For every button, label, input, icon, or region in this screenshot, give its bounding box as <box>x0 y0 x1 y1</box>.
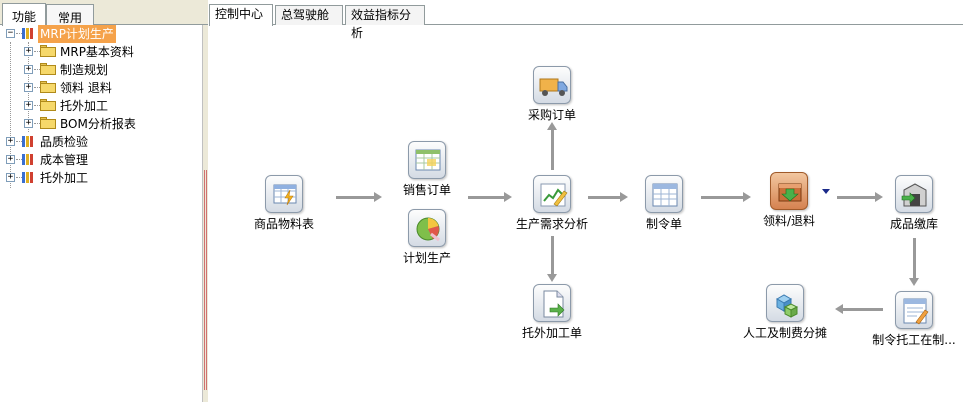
tab-control-center[interactable]: 控制中心 <box>209 4 273 26</box>
flow-node-outsourcing-order[interactable]: 托外加工单 <box>507 284 597 340</box>
expand-icon[interactable]: + <box>6 136 15 146</box>
tab-cockpit[interactable]: 总驾驶舱 <box>275 5 343 25</box>
left-tab-bar: 功能 常用 <box>0 0 208 26</box>
tree-node-mrp[interactable]: − MRP计划生产 <box>0 25 200 43</box>
tree-node-manufacturing-plan[interactable]: + 制造规划 <box>0 61 200 79</box>
flow-node-label: 制令托工在制... <box>872 333 956 347</box>
left-panel: 功能 常用 − MRP计划生产 + MRP基本资料 + 制造规划 <box>0 0 208 402</box>
flow-node-label: 领料/退料 <box>762 214 816 228</box>
flow-node-label: 生产需求分析 <box>515 217 588 231</box>
flow-node-finished-goods[interactable]: 成品缴库 <box>869 175 959 231</box>
flow-arrow <box>336 192 382 202</box>
folder-icon <box>40 45 56 57</box>
expand-icon[interactable]: + <box>24 46 33 56</box>
flow-arrow <box>701 192 751 202</box>
folder-icon <box>40 81 56 93</box>
document-arrow-icon <box>533 284 571 322</box>
flow-arrow <box>468 192 512 202</box>
flow-node-label: 成品缴库 <box>889 217 938 231</box>
tree-node-label: 成本管理 <box>40 153 89 167</box>
expand-icon[interactable]: + <box>6 154 15 164</box>
folder-icon <box>40 117 56 129</box>
flow-node-order-outsource-process[interactable]: 制令托工在制... <box>869 291 959 347</box>
flow-arrow <box>837 192 883 202</box>
tree-node-mrp-basic[interactable]: + MRP基本资料 <box>0 43 200 61</box>
warehouse-icon <box>895 175 933 213</box>
flow-node-plan-production[interactable]: 计划生产 <box>382 209 472 265</box>
chart-pencil-icon <box>533 175 571 213</box>
pie-chart-icon <box>408 209 446 247</box>
tree-node-bom-report[interactable]: + BOM分析报表 <box>0 115 200 133</box>
tree-node-label: 托外加工 <box>40 171 89 185</box>
flow-arrow <box>547 122 557 170</box>
flow-arrow <box>547 236 557 282</box>
collapse-icon[interactable]: − <box>6 28 15 38</box>
flow-node-work-order[interactable]: 制令单 <box>619 175 709 231</box>
main-tab-bar: 控制中心 总驾驶舱 效益指标分析 <box>209 4 963 40</box>
expand-icon[interactable]: + <box>24 82 33 92</box>
flow-node-label: 采购订单 <box>527 108 576 122</box>
tree-node-label: MRP计划生产 <box>38 25 116 43</box>
tree-guide-line <box>10 42 11 188</box>
chevron-down-icon[interactable] <box>822 189 830 194</box>
box-down-icon <box>770 172 808 210</box>
doc-pencil-icon <box>895 291 933 329</box>
book-icon <box>22 26 36 40</box>
flow-node-demand-analysis[interactable]: 生产需求分析 <box>507 175 597 231</box>
table-icon <box>645 175 683 213</box>
flow-canvas: 商品物料表 销售订单 计划生产 <box>209 26 963 402</box>
tree-node-material-issue[interactable]: + 领料 退料 <box>0 79 200 97</box>
cubes-icon <box>766 284 804 322</box>
book-icon <box>22 170 36 184</box>
function-tree: − MRP计划生产 + MRP基本资料 + 制造规划 + 领料 退料 <box>0 25 202 402</box>
flow-arrow <box>588 192 628 202</box>
tree-node-outsourcing[interactable]: + 托外加工 <box>0 97 200 115</box>
tree-node-label: MRP基本资料 <box>60 45 134 59</box>
tree-node-label: 品质检验 <box>40 135 89 149</box>
grid-edit-icon <box>408 141 446 179</box>
splitter-grip[interactable] <box>204 170 207 390</box>
flow-node-label: 商品物料表 <box>253 217 314 231</box>
folder-icon <box>40 99 56 111</box>
flow-node-label: 托外加工单 <box>521 326 582 340</box>
tree-node-cost[interactable]: + 成本管理 <box>0 151 200 169</box>
tree-node-label: BOM分析报表 <box>60 117 136 131</box>
tab-benefit-analysis[interactable]: 效益指标分析 <box>345 5 425 40</box>
flow-node-label: 人工及制费分摊 <box>742 326 827 340</box>
expand-icon[interactable]: + <box>24 118 33 128</box>
flow-arrow <box>909 238 919 286</box>
expand-icon[interactable]: + <box>24 64 33 74</box>
tree-node-label: 制造规划 <box>60 63 109 77</box>
flow-node-purchase-order[interactable]: 采购订单 <box>507 66 597 122</box>
flow-node-bom[interactable]: 商品物料表 <box>239 175 329 231</box>
book-icon <box>22 152 36 166</box>
flow-node-label: 计划生产 <box>402 251 451 265</box>
panel-splitter[interactable] <box>202 25 208 402</box>
flow-arrow <box>835 304 883 314</box>
tree-node-outsource-root[interactable]: + 托外加工 <box>0 169 200 187</box>
tree-node-label: 托外加工 <box>60 99 109 113</box>
flow-node-labor-overhead[interactable]: 人工及制费分摊 <box>740 284 830 340</box>
tab-functions[interactable]: 功能 <box>2 3 46 26</box>
expand-icon[interactable]: + <box>6 172 15 182</box>
flow-node-material-issue[interactable]: 领料/退料 <box>744 172 834 228</box>
folder-icon <box>40 63 56 75</box>
expand-icon[interactable]: + <box>24 100 33 110</box>
book-icon <box>22 134 36 148</box>
truck-icon <box>533 66 571 104</box>
tab-favorites[interactable]: 常用 <box>46 4 94 25</box>
flow-node-label: 销售订单 <box>402 183 451 197</box>
flow-node-sales-order[interactable]: 销售订单 <box>382 141 472 197</box>
tree-node-quality[interactable]: + 品质检验 <box>0 133 200 151</box>
grid-lightning-icon <box>265 175 303 213</box>
tree-node-label: 领料 退料 <box>60 81 112 95</box>
flow-node-label: 制令单 <box>645 217 682 231</box>
